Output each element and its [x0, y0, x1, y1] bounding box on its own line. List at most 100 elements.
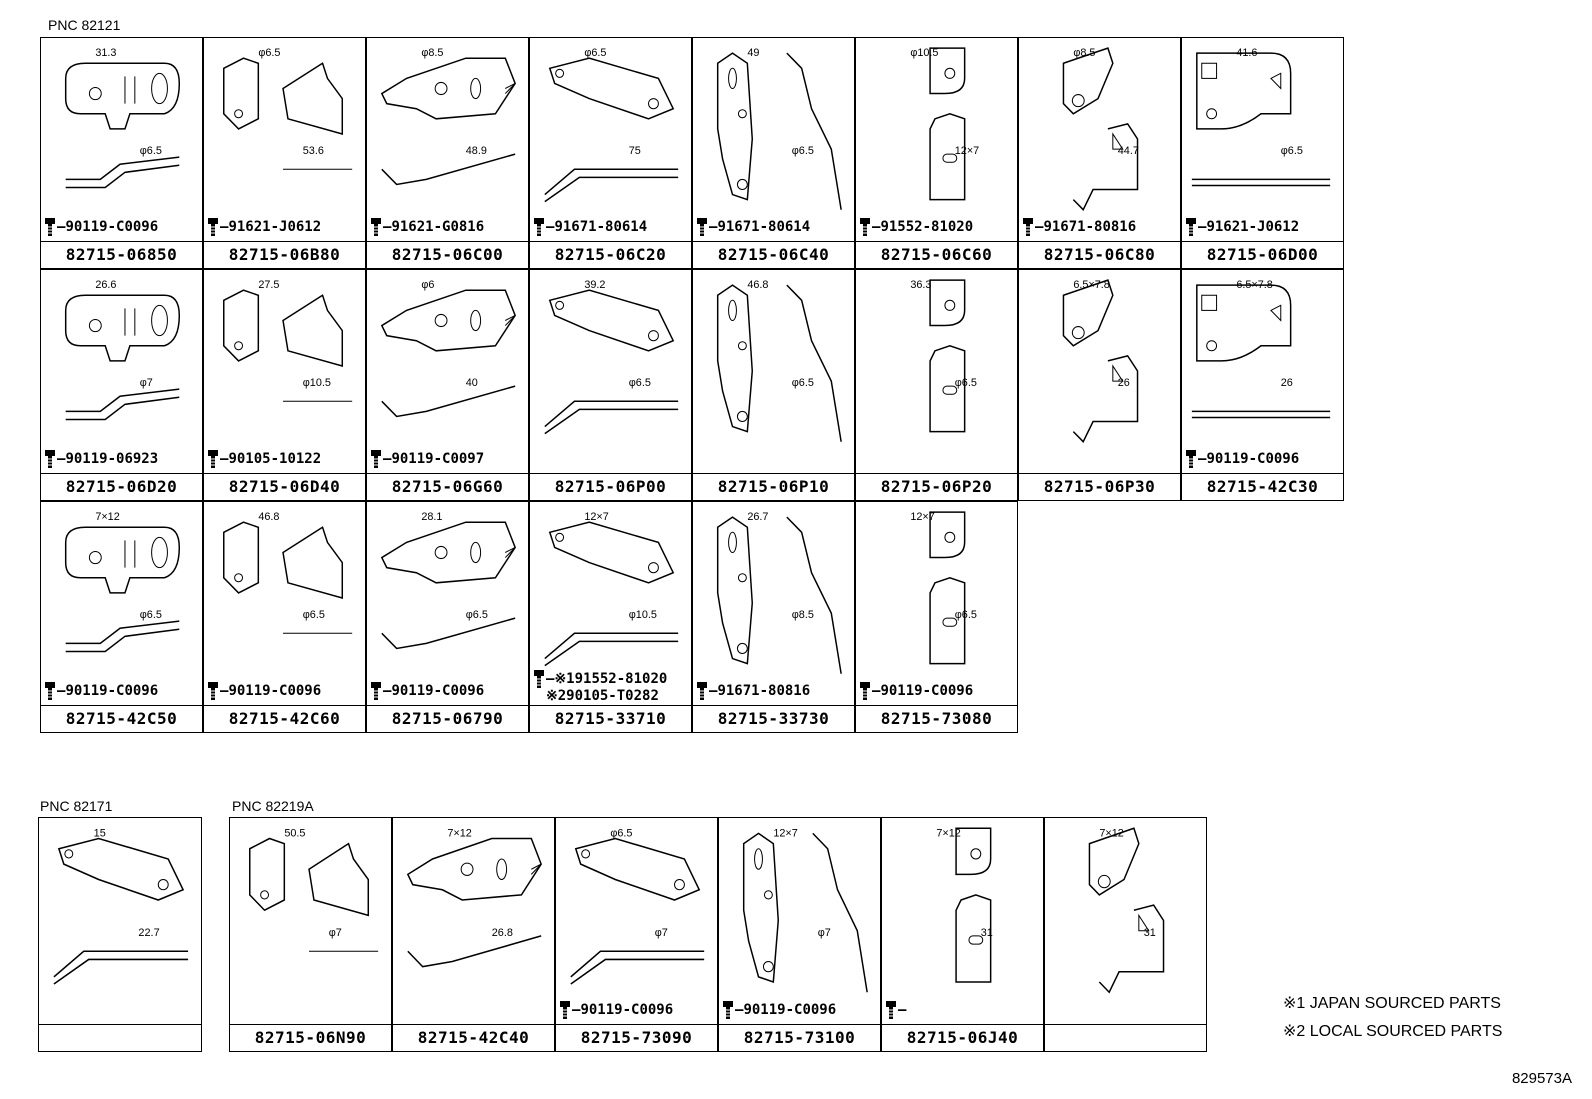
fastener-callout: —90119-C0096 [45, 218, 158, 236]
part-number[interactable]: 82715-73090 [556, 1024, 717, 1051]
dimension-label: φ10.5 [303, 377, 331, 389]
bolt-icon [208, 682, 218, 700]
dimension-label: φ6.5 [610, 827, 632, 839]
part-drawing: 27.5 φ10.5 [204, 270, 365, 472]
part-number[interactable]: 82715-06P30 [1019, 473, 1180, 500]
fastener-callout: —91671-80614 [697, 218, 810, 236]
part-number[interactable]: 82715-06850 [41, 241, 202, 268]
bracket-illustration: φ6.575 [544, 47, 679, 203]
part-number[interactable]: 82715-06C80 [1019, 241, 1180, 268]
part-number[interactable]: 82715-06C00 [367, 241, 528, 268]
fastener-callout: —90119-06923 [45, 450, 158, 468]
dimension-label: φ6.5 [1281, 145, 1303, 157]
part-number[interactable]: 82715-06B80 [204, 241, 365, 268]
dimension-label: 46.8 [747, 279, 768, 291]
dimension-label: φ6.5 [792, 145, 814, 157]
part-number[interactable]: 82715-06D20 [41, 473, 202, 500]
dimension-label: φ6.5 [140, 609, 162, 621]
dimension-label: 12×7 [584, 511, 608, 523]
fastener-number: — [709, 219, 718, 235]
part-number[interactable]: 82715-42C60 [204, 705, 365, 732]
bracket-illustration: 27.5 φ10.5 [223, 279, 353, 402]
bracket-illustration: 46.8 φ6.5 [716, 279, 842, 442]
fastener-callout: —90119-C0096 [45, 682, 158, 700]
fastener-number-text: 90119-C0096 [880, 683, 974, 699]
fastener-number-text: 90119-C0097 [391, 451, 485, 467]
bolt-icon [45, 218, 55, 236]
dimension-label: 53.6 [303, 145, 324, 157]
part-number[interactable]: 82715-06P20 [856, 473, 1017, 500]
part-number[interactable] [39, 1024, 201, 1051]
part-number[interactable]: 82715-42C50 [41, 705, 202, 732]
bracket-illustration: 12×7φ6.5 [910, 511, 977, 665]
fastener-number-text: 91552-81020 [880, 219, 974, 235]
part-number[interactable] [1045, 1024, 1206, 1051]
bracket-illustration: φ10.512×7 [910, 47, 979, 201]
dimension-label: 12×7 [955, 145, 979, 157]
part-number[interactable]: 82715-06J40 [882, 1024, 1043, 1051]
fastener-number-text: 90119-C0096 [228, 683, 322, 699]
fastener-number: — [383, 683, 392, 699]
bracket-illustration: 31.3φ6.5 [64, 47, 181, 189]
fastener-number: — [57, 683, 66, 699]
bracket-illustration: 28.1φ6.5 [380, 511, 516, 650]
part-number[interactable]: 82715-42C30 [1182, 473, 1343, 500]
fastener-callout: —91671-80816 [697, 682, 810, 700]
fastener-number-text: 90119-06923 [65, 451, 159, 467]
part-drawing: φ6.5 53.6 [204, 38, 365, 240]
part-number[interactable]: 82715-33710 [530, 705, 691, 732]
part-number[interactable]: 82715-42C40 [393, 1024, 554, 1051]
part-number[interactable]: 82715-06N90 [230, 1024, 391, 1051]
fastener-callout: —90119-C0096 [860, 682, 973, 700]
part-number[interactable]: 82715-06C60 [856, 241, 1017, 268]
fastener-callout-2: ※290105-T0282 [546, 688, 659, 704]
bolt-icon [1186, 450, 1196, 468]
part-number[interactable]: 82715-33730 [693, 705, 854, 732]
bolt-icon [45, 450, 55, 468]
part-cell: 46.8 φ6.5 82715-06P10 [692, 269, 855, 501]
part-number[interactable]: 82715-06C20 [530, 241, 691, 268]
fastener-number-text: 90119-C0096 [65, 219, 159, 235]
fastener-number-text: 90119-C0096 [743, 1002, 837, 1018]
dimension-label: 7×12 [447, 827, 471, 839]
part-number[interactable]: 82715-06P10 [693, 473, 854, 500]
dimension-label: φ6.5 [792, 377, 814, 389]
part-number[interactable]: 82715-73100 [719, 1024, 880, 1051]
part-number[interactable]: 82715-06G60 [367, 473, 528, 500]
dimension-label: 27.5 [258, 279, 279, 291]
bracket-illustration: 6.5×7.826 [1191, 279, 1331, 419]
dimension-label: 48.9 [466, 145, 487, 157]
part-number[interactable]: 82715-73080 [856, 705, 1017, 732]
dimension-label: φ10.5 [629, 609, 657, 621]
part-number[interactable]: 82715-06D00 [1182, 241, 1343, 268]
dimension-label: 31 [1144, 927, 1156, 939]
fastener-number: — [709, 683, 718, 699]
dimension-label: 12×7 [910, 511, 934, 523]
part-number[interactable]: 82715-06C40 [693, 241, 854, 268]
dimension-label: 26.8 [492, 927, 513, 939]
part-number[interactable]: 82715-06P00 [530, 473, 691, 500]
bracket-illustration: 7×12 26.8 [406, 827, 542, 968]
dimension-label: 39.2 [584, 279, 605, 291]
fastener-number: — [220, 451, 229, 467]
dimension-label: φ6.5 [258, 47, 280, 59]
part-number[interactable]: 82715-06D40 [204, 473, 365, 500]
part-number[interactable]: 82715-06790 [367, 705, 528, 732]
fastener-number-text: 91671-80614 [717, 219, 811, 235]
